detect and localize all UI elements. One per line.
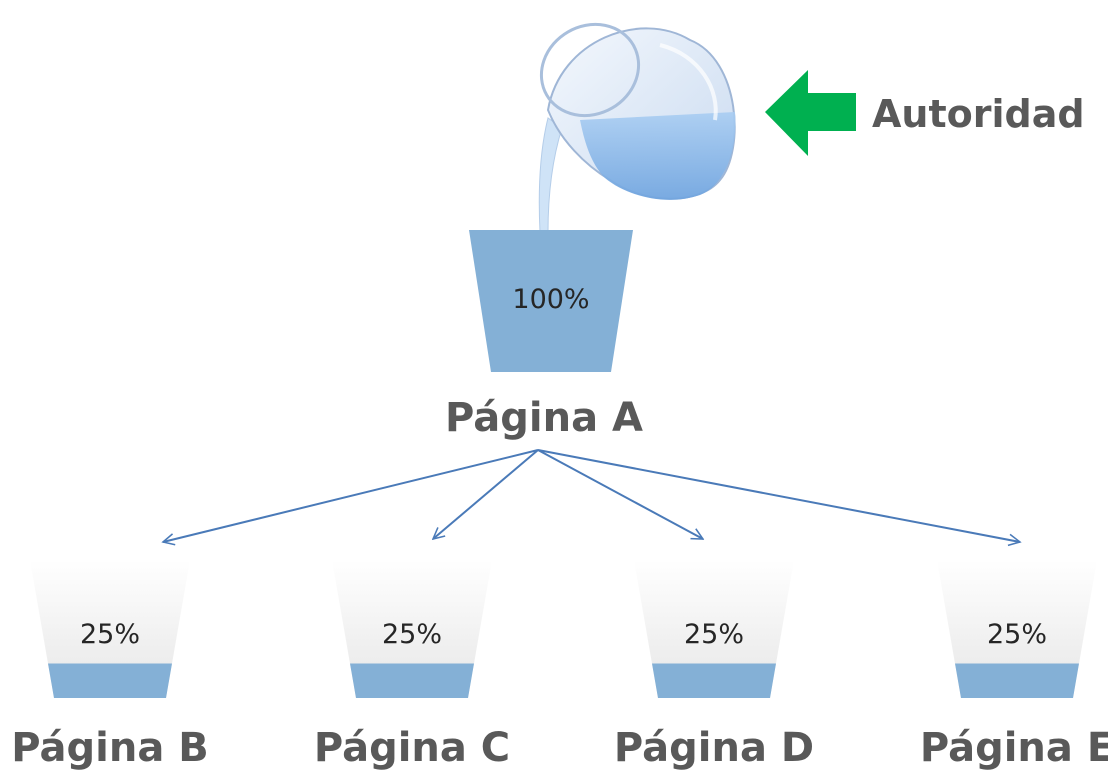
target-cup-d: 25% Página D bbox=[614, 560, 814, 771]
target-cup-c: 25% Página C bbox=[314, 560, 510, 771]
cup-percent: 25% bbox=[684, 619, 744, 650]
target-cup-e: 25% Página E bbox=[920, 560, 1108, 771]
cup-water-fill bbox=[955, 663, 1079, 698]
cup-percent: 25% bbox=[987, 619, 1047, 650]
link-arrows bbox=[163, 449, 1020, 542]
authority-label: Autoridad bbox=[872, 92, 1085, 136]
cup-water-fill bbox=[652, 663, 776, 698]
link-arrow-e bbox=[537, 449, 1020, 542]
link-arrow-b bbox=[163, 449, 539, 542]
target-cups: 25% Página B 25% Página C 25% Página D 25% Pági… bbox=[11, 560, 1108, 771]
link-arrow-d bbox=[537, 449, 703, 540]
target-page-label: Página B bbox=[11, 725, 208, 771]
source-page-label: Página A bbox=[445, 395, 643, 441]
cup-water-fill bbox=[350, 663, 474, 698]
authority-arrow bbox=[765, 70, 856, 156]
source-cup-percent: 100% bbox=[512, 284, 589, 315]
target-page-label: Página E bbox=[920, 725, 1108, 771]
pitcher-pouring-icon bbox=[538, 22, 736, 233]
link-arrow-c bbox=[433, 449, 539, 539]
target-page-label: Página C bbox=[314, 725, 510, 771]
target-cup-b: 25% Página B bbox=[11, 560, 209, 771]
source-cup: 100% bbox=[469, 230, 633, 372]
target-page-label: Página D bbox=[614, 725, 814, 771]
cup-water-fill bbox=[48, 663, 172, 698]
cup-percent: 25% bbox=[80, 619, 140, 650]
cup-percent: 25% bbox=[382, 619, 442, 650]
